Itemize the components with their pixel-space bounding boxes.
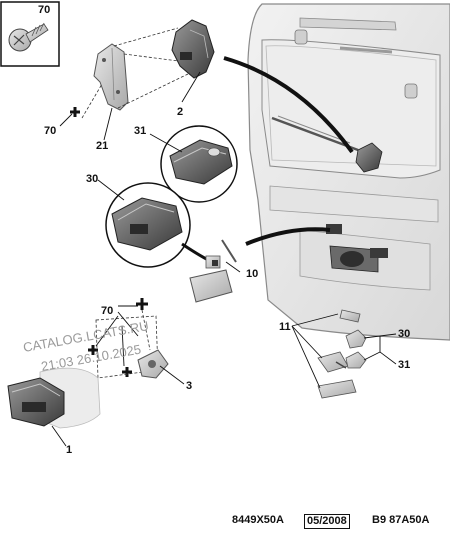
callout-3: 3 bbox=[186, 380, 192, 392]
pointer-line-2 bbox=[223, 56, 354, 154]
callout-11: 11 bbox=[279, 321, 291, 333]
callout-70-inset: 70 bbox=[38, 4, 50, 16]
callout-70-bottom: 70 bbox=[101, 305, 113, 317]
callout-31-left: 31 bbox=[134, 125, 146, 137]
tailgate-door bbox=[247, 3, 450, 341]
callout-30-right: 30 bbox=[398, 328, 410, 340]
callout-70-left: 70 bbox=[44, 125, 56, 137]
footer-code-b: B9 87A50A bbox=[372, 514, 430, 526]
callout-30-left: 30 bbox=[86, 173, 98, 185]
footer-code-a: 8449X50A bbox=[232, 514, 284, 526]
bracket-part-21 bbox=[93, 43, 129, 111]
screw-cross-70-mid bbox=[88, 345, 98, 355]
dashed-guides bbox=[81, 27, 189, 119]
footer-date: 05/2008 bbox=[304, 514, 350, 529]
callout-2: 2 bbox=[177, 106, 183, 118]
callout-1: 1 bbox=[66, 444, 72, 456]
handle-part-10 bbox=[189, 239, 237, 303]
parts-11-group bbox=[317, 309, 361, 399]
lock-part-2 bbox=[171, 19, 215, 79]
callout-21: 21 bbox=[96, 140, 108, 152]
leader-lines bbox=[51, 71, 397, 447]
parts-30-31-right bbox=[345, 329, 367, 369]
dashed-guides-lower bbox=[95, 309, 159, 379]
magnified-part-30 bbox=[105, 182, 191, 268]
callout-31-right: 31 bbox=[398, 359, 410, 371]
magnified-part-31 bbox=[160, 125, 238, 203]
callout-10: 10 bbox=[246, 268, 258, 280]
screw-cross-70-low bbox=[122, 367, 132, 377]
footer-reference: 8449X50A 05/2008 B9 87A50A bbox=[0, 514, 450, 530]
pointer-line-10 bbox=[245, 227, 331, 246]
lock-part-1 bbox=[7, 367, 101, 429]
striker-part-3 bbox=[137, 349, 169, 379]
screw-cross-70-left bbox=[70, 107, 80, 117]
screw-cross-70-top bbox=[136, 298, 148, 310]
screw-icon bbox=[8, 22, 49, 52]
inset-screw-70 bbox=[0, 1, 60, 67]
